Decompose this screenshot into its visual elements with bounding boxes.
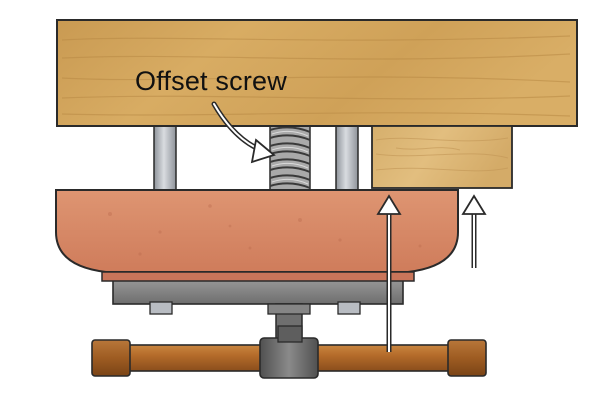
pipe-tee-fitting <box>259 325 319 379</box>
offset-screw <box>269 123 311 191</box>
up-arrow-icon <box>376 194 402 352</box>
pipe-handle <box>91 325 487 379</box>
vise-jaw <box>55 189 459 282</box>
mounting-plate <box>112 277 404 315</box>
guide-rod-right <box>335 123 359 197</box>
workbench-top <box>56 19 578 127</box>
guide-rod-left <box>153 123 177 197</box>
wood-block <box>371 125 513 189</box>
offset-screw-label: Offset screw <box>135 66 287 96</box>
curved-arrow-icon <box>211 101 276 164</box>
up-arrow-icon <box>461 194 487 268</box>
